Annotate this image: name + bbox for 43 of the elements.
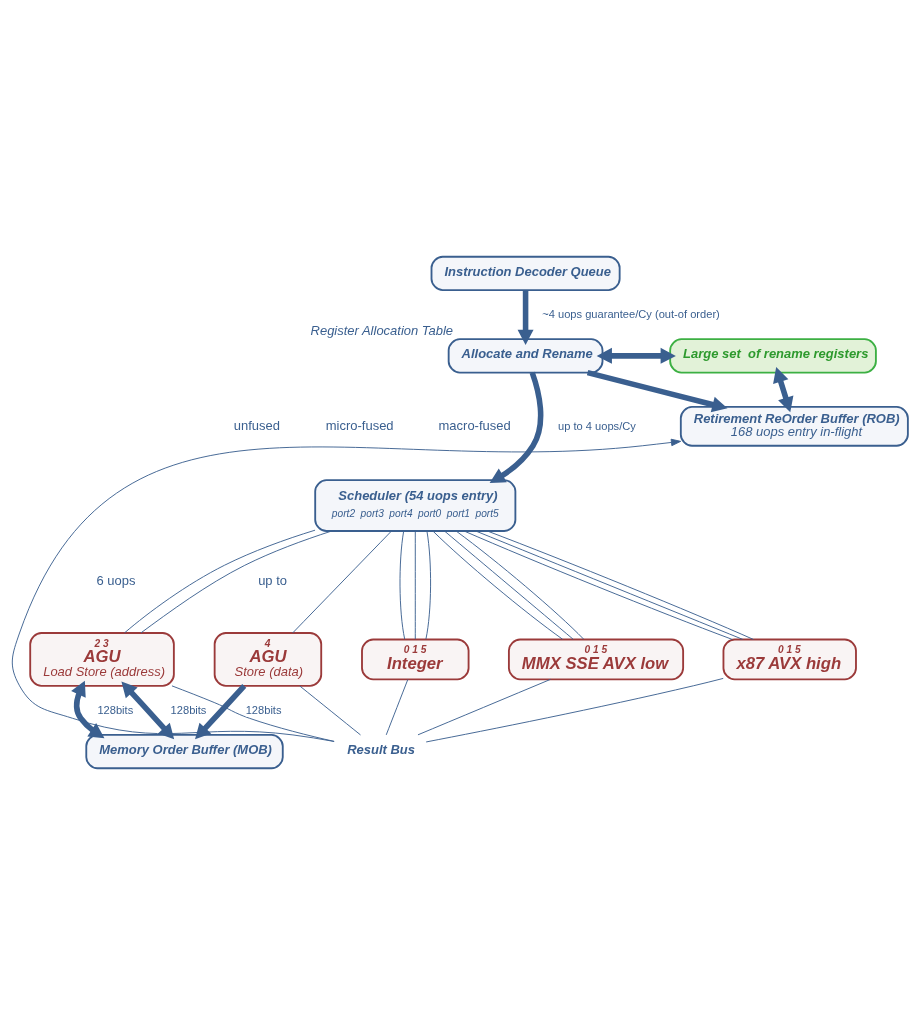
- arrow: [71, 680, 105, 739]
- node-box: 0 1 5 Integer: [361, 638, 470, 681]
- connector: [399, 530, 406, 640]
- connector: [292, 530, 392, 634]
- node-box: Allocate and Rename: [447, 338, 604, 374]
- edge-label: 128bits: [170, 703, 207, 716]
- edge-label: 128bits: [97, 703, 134, 716]
- node-box: 2 3 AGU Load Store (address): [29, 632, 175, 687]
- label: 6 uops: [96, 573, 136, 589]
- connector: [425, 530, 432, 640]
- connector: [417, 678, 551, 736]
- edge-label: ~4 uops guarantee/Cy (out-of order): [542, 307, 720, 320]
- arrow: [596, 347, 676, 364]
- node-box: 4 AGU Store (data): [213, 632, 323, 687]
- arrow: [121, 681, 175, 740]
- arrow: [11, 438, 682, 742]
- node-box: Instruction Decoder Queue: [430, 255, 621, 291]
- node-box: 0 1 5 MMX SSE AVX low: [507, 638, 685, 681]
- arrow: [773, 367, 794, 413]
- label: unfused: [233, 417, 280, 433]
- arrow: [489, 371, 544, 483]
- node-label: Register Allocation Table: [310, 322, 454, 338]
- edge-label: up to 4 uops/Cy: [558, 419, 636, 432]
- label: macro-fused: [438, 417, 511, 433]
- arrow: [586, 369, 728, 413]
- label: micro-fused: [325, 417, 394, 433]
- label: up to: [258, 573, 287, 589]
- node-box: Large set of rename registers: [669, 338, 877, 374]
- node-box: 0 1 5 x87 AVX high: [722, 638, 857, 681]
- node-box: Memory Order Buffer (MOB): [85, 734, 284, 770]
- connector: [414, 530, 416, 640]
- connector: [385, 679, 409, 736]
- node-box: Retirement ReOrder Buffer (ROB) 168 uops entry in-flight: [679, 405, 909, 447]
- connector: [124, 529, 316, 634]
- connector: [425, 677, 724, 743]
- edge-label: 128bits: [245, 703, 282, 716]
- arrow: [517, 290, 534, 346]
- arrow: [195, 684, 247, 740]
- connector: [432, 530, 564, 640]
- connector: [299, 685, 361, 736]
- connector: [140, 530, 332, 634]
- node-box: Scheduler (54 uops entry) port2 port3 port4 port0 port1 port5: [314, 479, 517, 532]
- node-text: Result Bus: [347, 742, 415, 758]
